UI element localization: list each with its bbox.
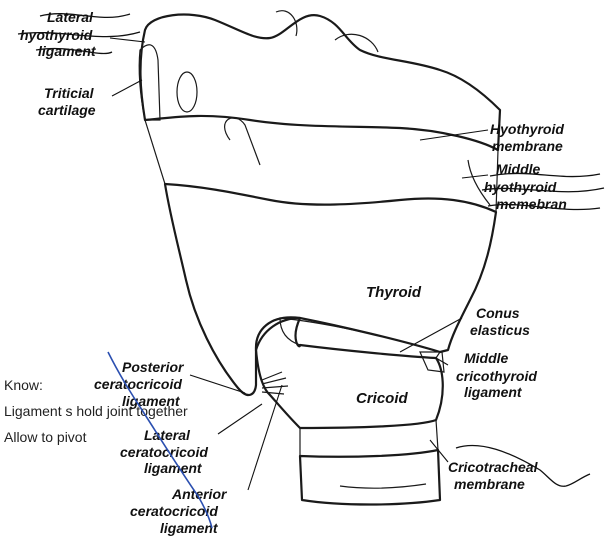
note-ligaments: Ligament s hold joint together	[4, 403, 188, 419]
note-know: Know:	[4, 377, 43, 393]
label-triticial-cartilage: Triticial cartilage	[38, 85, 97, 118]
label-posterior-ceratocricoid-ligament: Posterior ceratocricoid ligament	[94, 359, 187, 409]
cricotracheal-membrane	[300, 420, 438, 457]
label-thyroid: Thyroid	[366, 284, 422, 301]
label-lateral-ceratocricoid-ligament: Lateral ceratocricoid ligament	[120, 427, 212, 476]
label-hyothyroid-membrane: Hyothyroid membrane	[490, 121, 568, 154]
triticial-cartilage	[139, 45, 160, 120]
label-middle-cricothyroid-ligament: Middle cricothyroid ligament	[456, 350, 541, 400]
trachea	[300, 450, 440, 505]
label-anterior-ceratocricoid-ligament: Anterior ceratocricoid ligament	[130, 486, 230, 536]
label-conus-elasticus: Conus elasticus	[470, 305, 530, 338]
thyroid-cartilage	[165, 184, 496, 395]
label-cricoid: Cricoid	[356, 390, 409, 407]
hyoid-bone	[140, 15, 500, 150]
hyothyroid-membrane	[145, 116, 498, 212]
note-pivot: Allow to pivot	[4, 429, 87, 445]
label-cricotracheal-membrane: Cricotracheal membrane	[448, 459, 541, 492]
